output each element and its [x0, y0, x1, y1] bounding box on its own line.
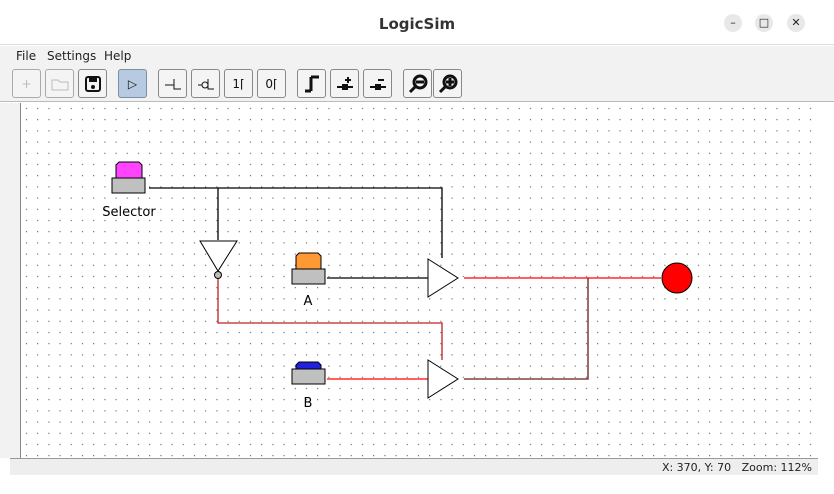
connector-button[interactable]	[297, 69, 326, 98]
input-low-button[interactable]: 0⌈	[257, 69, 286, 98]
zoom-in-button[interactable]	[433, 69, 462, 98]
new-file-button[interactable]: +	[12, 69, 41, 98]
circuit-canvas[interactable]: Selector A B	[20, 103, 819, 458]
new-file-icon: +	[21, 76, 32, 91]
simulate-button[interactable]: ▷	[118, 69, 147, 98]
add-point-icon	[336, 76, 353, 90]
zoom-level: Zoom: 112%	[741, 461, 812, 474]
menu-file[interactable]: File	[16, 49, 37, 63]
left-scroll-strip[interactable]	[0, 103, 20, 458]
grid	[21, 103, 819, 458]
inverter-gate[interactable]	[199, 240, 238, 272]
toolbar: + ▷ 1⌈ 0⌈	[0, 66, 834, 102]
wire-selector[interactable]	[149, 187, 443, 258]
connector-icon	[304, 75, 319, 92]
a-switch-base[interactable]	[291, 268, 326, 285]
save-button[interactable]	[78, 69, 107, 98]
title-bar: LogicSim – □ ✕	[0, 0, 834, 45]
wire-inverter-out[interactable]	[217, 278, 443, 360]
output-lamp[interactable]	[661, 262, 693, 294]
add-inverter-button[interactable]	[191, 69, 220, 98]
add-buffer-button[interactable]	[158, 69, 187, 98]
input-high-button[interactable]: 1⌈	[224, 69, 253, 98]
b-switch-cap[interactable]	[295, 361, 322, 370]
wire-gate2-out[interactable]	[464, 278, 589, 380]
menu-settings[interactable]: Settings	[47, 49, 97, 63]
close-button[interactable]: ✕	[787, 14, 805, 32]
inverter-wire-icon	[197, 78, 214, 89]
tristate-buffer-2[interactable]	[427, 359, 459, 399]
wire-gate-icon	[164, 78, 181, 89]
window-title: LogicSim	[378, 15, 456, 33]
tristate-buffer-1[interactable]	[427, 258, 459, 298]
a-switch-cap[interactable]	[295, 252, 322, 270]
zoom-out-button[interactable]	[403, 69, 432, 98]
zoom-out-icon	[408, 74, 427, 93]
b-label: B	[304, 396, 313, 411]
minimize-button[interactable]: –	[724, 14, 742, 32]
status-coords-zoom: X: 370, Y: 70 Zoom: 112%	[662, 461, 812, 474]
cursor-coords: X: 370, Y: 70	[661, 461, 732, 474]
menu-bar: File Settings Help	[0, 46, 834, 66]
selector-switch-base[interactable]	[111, 177, 146, 194]
selector-switch-cap[interactable]	[115, 161, 143, 179]
remove-point-icon	[369, 78, 386, 90]
b-switch-base[interactable]	[291, 368, 326, 385]
menu-help[interactable]: Help	[104, 49, 132, 63]
a-label: A	[304, 294, 313, 309]
folder-icon	[51, 79, 68, 90]
add-point-button[interactable]	[330, 69, 359, 98]
save-icon	[84, 75, 101, 92]
maximize-button[interactable]: □	[755, 14, 773, 32]
zoom-in-icon	[438, 74, 457, 93]
inverter-bubble	[214, 271, 222, 279]
status-bar: X: 370, Y: 70 Zoom: 112%	[10, 458, 818, 475]
remove-point-button[interactable]	[363, 69, 392, 98]
selector-label: Selector	[102, 205, 156, 220]
open-file-button[interactable]	[45, 69, 74, 98]
